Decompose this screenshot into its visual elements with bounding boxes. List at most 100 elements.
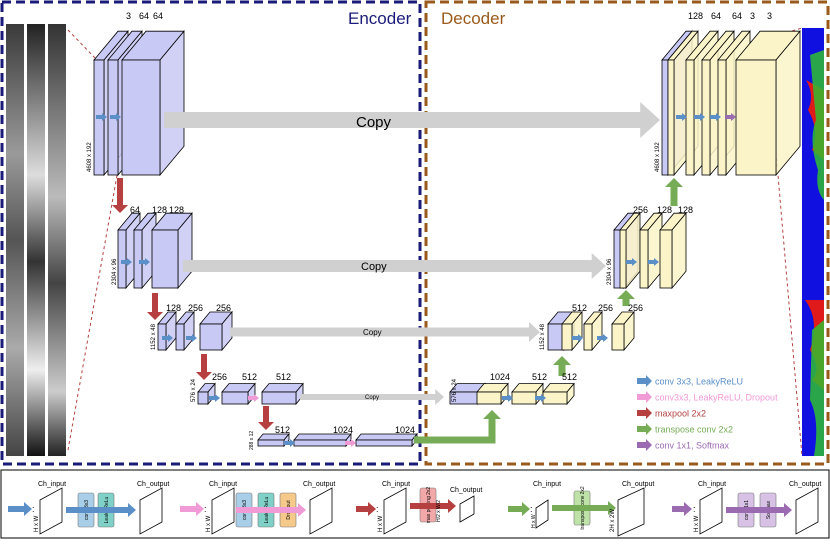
conv-arrow [209,394,220,402]
transpose-arrow [617,290,635,306]
dropout-arrow [248,394,259,402]
ch-output-label: Ch_output [789,481,821,488]
size-label: 288 x 12 [249,431,255,450]
dots: : [693,504,696,514]
channel-label: 64 [732,11,742,21]
enc3-map-3 [199,310,233,352]
op-arrow [410,499,456,513]
channel-label: 512 [276,372,291,382]
conv-arrow [648,258,659,266]
dots: : [204,504,207,514]
legend-arrow [637,375,652,387]
ch-output-label: Ch_output [622,481,654,488]
ch-input-label: Ch_input [382,481,410,488]
dec3-map-3 [611,310,635,352]
dec3-map-2 [583,310,603,352]
legend-label: maxpool 2x2 [655,409,706,419]
size-label: 576 x 24 [191,378,197,402]
conv-arrow [535,394,546,402]
feature-map-plate [617,487,645,537]
channel-label: 1024 [490,372,510,382]
size-label: 576 x 24 [452,378,458,402]
dots: : [376,504,379,514]
ch-output-label: Ch_output [450,487,482,494]
op-arrow [236,503,306,517]
channel-label: 256 [598,303,613,313]
size-label: 4608 x 192 [655,142,661,172]
channel-label: 64 [139,11,149,21]
enc3-map-1 [157,310,177,352]
enc4-map-1 [197,382,216,406]
legend-arrow [637,407,652,419]
channel-label: 128 [152,205,167,215]
ch-input-label: Ch_input [209,481,237,488]
dec4-map-2 [511,382,544,406]
enc1-map-3 [121,30,185,177]
legend-arrow [637,391,652,403]
op-arrow [66,503,136,517]
hxw-label: H x W [206,515,212,532]
channel-label: 3 [750,11,755,21]
encoder-panel [0,0,422,466]
channel-label: 512 [275,425,290,435]
op-arrow [8,502,32,516]
feature-map-plate [39,487,63,535]
conv-arrow [597,334,608,342]
size-label: 2304 x 96 [607,258,613,285]
feature-map-plate [211,487,235,535]
copy-arrow [230,322,540,342]
dropout-arrow [345,439,356,447]
channel-label: 128 [688,11,703,21]
conv-arrow [162,334,173,342]
dots: : [530,504,533,514]
channel-label: 128 [166,303,181,313]
size-label: 2304 x 96 [112,258,118,285]
ch-input-label: Ch_input [38,481,66,488]
enc5-map-2 [293,432,352,448]
copy-label: Copy [363,328,382,337]
feature-map-plate [139,487,163,535]
dec2-map-2 [639,212,663,290]
feature-map-plate [699,487,723,535]
op-arrow [508,502,530,516]
channel-label: 256 [628,303,643,313]
channel-label: 64 [711,11,721,21]
enc4-map-3 [261,382,304,406]
feature-map-plate [535,499,549,529]
channel-label: 64 [153,11,163,21]
transpose-arrow [483,410,501,425]
channel-label: 256 [216,303,231,313]
feature-map-plate [309,487,333,535]
h2w2-label: H/2 x W/2 [436,500,442,522]
legend-label: transpose conv 2x2 [655,425,733,435]
channel-label: 512 [572,303,587,313]
dec4-map-1 [476,382,509,406]
channel-label: 128 [678,205,693,215]
feature-map-plate [383,487,407,535]
dec2-map-3 [659,212,687,290]
softmax-arrow [725,113,736,121]
size-label: 1152 x 48 [151,323,157,350]
channel-label: 3 [767,11,772,21]
dec1-map-5 [735,30,801,177]
hxw-label: H x W [694,515,700,532]
feature-map-plate [459,495,475,523]
hxw-label: H x W [34,515,40,532]
channel-label: 128 [657,205,672,215]
legend-label: conv 3x3, LeakyReLU [655,377,743,387]
legend-label: conv3x3, LeakyReLU, Dropout [655,393,778,403]
conv-arrow [694,113,705,121]
ch-output-label: Ch_output [137,481,169,488]
dec4-map-3 [542,382,575,406]
dec2-map-1 [619,212,641,290]
op-arrow [552,501,616,515]
maxpool-arrow [112,178,128,213]
conv-arrow [139,258,150,266]
conv-arrow [186,334,197,342]
conv-arrow [121,258,132,266]
op-arrow [672,502,692,516]
enc5-map-3 [355,432,418,448]
feature-map-plate [795,487,819,535]
conv-arrow [110,113,121,121]
